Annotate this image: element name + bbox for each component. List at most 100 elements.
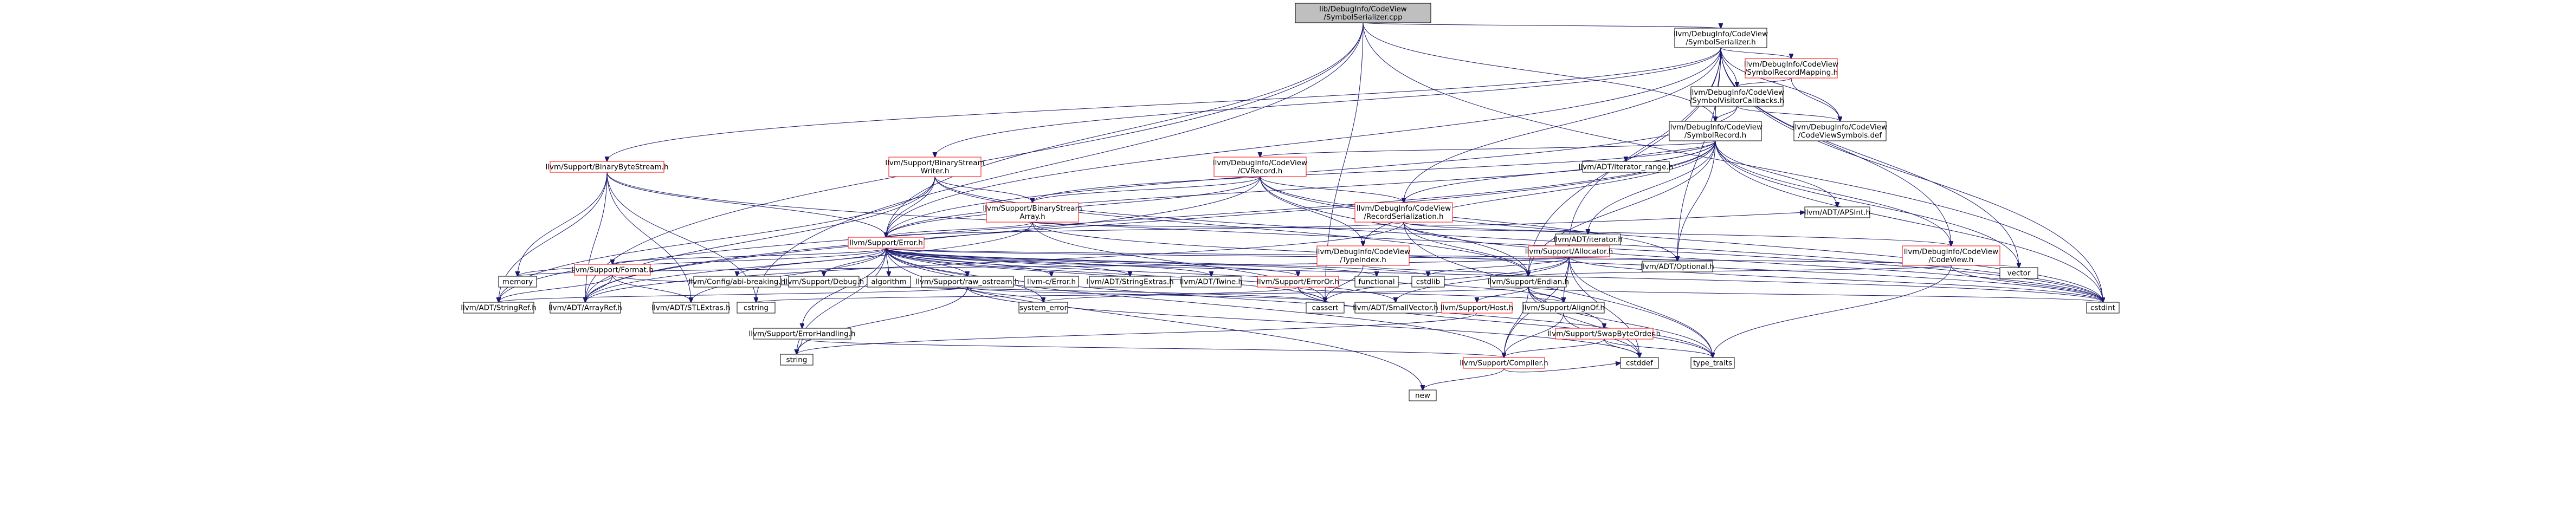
node-erroror[interactable]: llvm/Support/ErrorOr.h (1257, 276, 1339, 288)
node-label: functional (1358, 278, 1394, 287)
edge-cvrecord-to-cstdint (1260, 176, 2103, 302)
node-cstddef[interactable]: cstddef (1620, 357, 1659, 369)
edge-recser-to-support_err (886, 222, 1404, 237)
node-compiler[interactable]: llvm/Support/Compiler.h (1460, 357, 1548, 369)
node-errhandling[interactable]: llvm/Support/ErrorHandling.h (748, 328, 856, 340)
node-label: /SymbolSerializer.cpp (1323, 13, 1402, 22)
node-rawostream[interactable]: llvm/Support/raw_ostream.h (915, 276, 1019, 288)
edge-support_err-to-new (886, 248, 1423, 390)
node-box (1463, 357, 1545, 369)
node-label: /TypeIndex.h (1340, 256, 1386, 264)
edge-endian-to-cstring (756, 287, 1529, 302)
node-typetraits[interactable]: type_traits (1690, 357, 1735, 369)
edge-support_err-to-cassert (886, 248, 1325, 302)
edge-compiler-to-cstddef (1503, 363, 1621, 373)
edge-codeview-to-endian (1528, 265, 1952, 276)
node-cstdint[interactable]: cstdint (2086, 302, 2120, 314)
node-algorithm[interactable]: algorithm (867, 276, 911, 288)
node-iterator[interactable]: llvm/ADT/iterator.h (1553, 233, 1623, 245)
node-recser[interactable]: llvm/DebugInfo/CodeView/RecordSerializat… (1354, 202, 1453, 223)
node-label: llvm/Support/AlignOf.h (1522, 304, 1605, 313)
node-alignof[interactable]: llvm/Support/AlignOf.h (1522, 302, 1605, 314)
node-codeview[interactable]: llvm/DebugInfo/CodeView/CodeView.h (1902, 245, 2000, 266)
node-box (1316, 245, 1410, 266)
node-box (921, 276, 1014, 288)
node-support_err[interactable]: llvm/Support/Error.h (848, 237, 925, 249)
node-swapbyte[interactable]: llvm/Support/SwapByteOrder.h (1548, 328, 1661, 340)
node-syserror[interactable]: system_error (1018, 302, 1068, 314)
node-symser_h[interactable]: llvm/DebugInfo/CodeView/SymbolSerializer… (1674, 28, 1768, 48)
node-box (1354, 202, 1453, 223)
node-smallvec[interactable]: llvm/ADT/SmallVector.h (1353, 302, 1438, 314)
node-label: /SymbolVisitorCallbacks.h (1690, 96, 1785, 105)
node-strextras[interactable]: llvm/ADT/StringExtras.h (1086, 276, 1174, 288)
node-string[interactable]: string (780, 354, 814, 366)
node-debug[interactable]: llvm/Support/Debug.h (784, 276, 864, 288)
node-host[interactable]: llvm/Support/Host.h (1441, 302, 1514, 314)
edge-symrec-to-optional (1677, 140, 1716, 261)
edge-compiler-to-new (1423, 368, 1505, 390)
node-vector[interactable]: vector (1999, 267, 2038, 279)
edge-endian-to-alignof (1528, 287, 1564, 302)
node-cstdlib[interactable]: cstdlib (1411, 276, 1445, 288)
edge-recser-to-codeview (1403, 222, 1951, 246)
node-cvsymdef[interactable]: llvm/DebugInfo/CodeView/CodeViewSymbols.… (1793, 121, 1887, 141)
node-cassert[interactable]: cassert (1306, 302, 1345, 314)
edge-symser_h-to-support_err (886, 47, 1721, 237)
node-label: llvm/Support/ErrorOr.h (1257, 278, 1339, 287)
edge-alloc-to-typetraits (1568, 256, 1713, 358)
edge-alloc-to-cstdlib (1428, 256, 1570, 276)
node-label: cstring (744, 304, 769, 313)
node-label: type_traits (1693, 359, 1732, 368)
node-label: llvm/ADT/StringRef.h (461, 304, 537, 313)
node-box (1089, 276, 1171, 288)
node-format[interactable]: llvm/Support/Format.h (571, 264, 654, 276)
node-box (550, 302, 621, 314)
node-bbs[interactable]: llvm/Support/BinaryByteStream.h (545, 161, 669, 173)
node-box (1745, 58, 1838, 79)
node-functional[interactable]: functional (1354, 276, 1399, 288)
node-abibreak[interactable]: llvm/Config/abi-breaking.h (689, 276, 785, 288)
node-box (737, 302, 776, 314)
edge-support_err-to-functional (886, 248, 1377, 276)
node-box (1582, 161, 1670, 173)
node-new[interactable]: new (1409, 389, 1437, 401)
edge-cvrecord-to-recser (1260, 176, 1404, 203)
node-label: /RecordSerialization.h (1364, 212, 1443, 221)
node-typeindex[interactable]: llvm/DebugInfo/CodeView/TypeIndex.h (1316, 245, 1410, 266)
edge-support_err-to-compiler (886, 248, 1504, 358)
node-optional[interactable]: llvm/ADT/Optional.h (1641, 261, 1714, 272)
node-twine[interactable]: llvm/ADT/Twine.h (1180, 276, 1243, 288)
node-alloc[interactable]: llvm/Support/Allocator.h (1525, 245, 1613, 257)
edge-root-to-symrec (1363, 22, 1715, 121)
node-memory[interactable]: memory (498, 276, 537, 288)
node-symrecmap[interactable]: llvm/DebugInfo/CodeView/SymbolRecordMapp… (1744, 58, 1838, 79)
edge-rawostream-to-stringref (499, 287, 968, 302)
node-box (653, 302, 729, 314)
node-stlextras[interactable]: llvm/ADT/STLExtras.h (651, 302, 731, 314)
edge-support_err-to-rawostream (886, 248, 967, 276)
edge-support_err-to-stlextras (691, 248, 887, 302)
node-arrayref[interactable]: llvm/ADT/ArrayRef.h (548, 302, 622, 314)
node-label: cstdint (2090, 304, 2115, 313)
node-iterrange[interactable]: llvm/ADT/iterator_range.h (1579, 161, 1674, 173)
node-cvrecord[interactable]: llvm/DebugInfo/CodeView/CVRecord.h (1213, 157, 1307, 177)
node-apsint[interactable]: llvm/ADT/APSInt.h (1804, 206, 1870, 218)
node-symvis[interactable]: llvm/DebugInfo/CodeView/SymbolVisitorCal… (1690, 86, 1785, 107)
node-endian[interactable]: llvm/Support/Endian.h (1488, 276, 1569, 288)
node-label: lib/DebugInfo/CodeView (1319, 5, 1407, 14)
node-cerror[interactable]: llvm-c/Error.h (1024, 276, 1079, 288)
node-symrec[interactable]: llvm/DebugInfo/CodeView/SymbolRecord.h (1668, 121, 1762, 141)
node-stringref[interactable]: llvm/ADT/StringRef.h (461, 302, 537, 314)
edge-support_err-to-syserror (886, 248, 1043, 302)
node-label: cassert (1312, 304, 1339, 313)
edge-root-to-support_err (886, 22, 1364, 237)
edge-codeview-to-typetraits (1713, 265, 1952, 358)
node-box (574, 264, 651, 276)
edge-errhandling-to-compiler (802, 339, 1504, 358)
node-cstring[interactable]: cstring (737, 302, 776, 314)
node-box (1411, 276, 1445, 288)
